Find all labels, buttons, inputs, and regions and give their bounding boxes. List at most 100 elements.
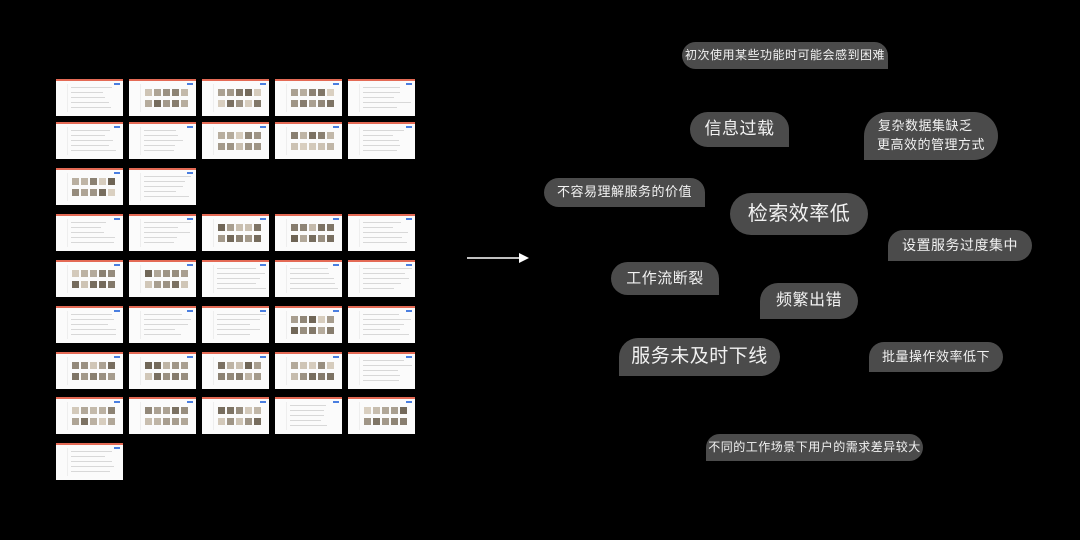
thumbnail-image	[181, 373, 188, 380]
thumbnail-image	[154, 281, 161, 288]
thumbnail-button	[114, 401, 120, 403]
thumbnail-image	[291, 89, 298, 96]
screenshot-thumbnail	[129, 397, 196, 434]
thumbnail-header	[202, 352, 269, 354]
thumbnail-sidebar	[350, 311, 360, 339]
thumbnail-image	[318, 235, 325, 242]
thumbnail-image	[172, 270, 179, 277]
thumbnail-line	[144, 324, 188, 325]
thumbnail-image	[318, 224, 325, 231]
thumbnail-line	[217, 283, 256, 284]
thumbnail-line	[363, 329, 400, 330]
thumbnail-sidebar	[58, 265, 68, 293]
thumbnail-image	[99, 189, 106, 196]
thumbnail-image	[154, 373, 161, 380]
thumbnail-image	[309, 143, 316, 150]
thumbnail-button	[114, 356, 120, 358]
bubble-first-use: 初次使用某些功能时可能会感到困难	[682, 42, 888, 69]
thumbnail-image	[254, 373, 261, 380]
arrow-right-icon	[467, 253, 529, 263]
thumbnail-line	[363, 145, 400, 146]
thumbnail-button	[187, 264, 193, 266]
screenshot-thumbnail	[348, 122, 415, 159]
thumbnail-image	[172, 373, 179, 380]
thumbnail-image	[99, 373, 106, 380]
thumbnail-image	[72, 407, 79, 414]
bubble-settings-concentrated: 设置服务过度集中	[888, 230, 1032, 261]
thumbnail-sidebar	[204, 219, 214, 247]
thumbnail-image	[245, 418, 252, 425]
thumbnail-image	[172, 281, 179, 288]
thumbnail-image	[327, 362, 334, 369]
thumbnail-image	[81, 189, 88, 196]
thumbnail-line	[71, 92, 103, 93]
thumbnail-image	[318, 373, 325, 380]
thumbnail-image	[291, 224, 298, 231]
thumbnail-image	[309, 327, 316, 334]
thumbnail-image	[90, 178, 97, 185]
thumbnail-image	[163, 373, 170, 380]
thumbnail-header	[56, 79, 123, 81]
thumbnail-header	[348, 397, 415, 399]
thumbnail-image	[254, 132, 261, 139]
screenshot-thumbnail	[129, 306, 196, 343]
thumbnail-line	[144, 145, 175, 146]
thumbnail-image	[145, 100, 152, 107]
thumbnail-line	[71, 130, 110, 131]
thumbnail-line	[290, 278, 334, 279]
thumbnail-line	[217, 329, 260, 330]
screenshot-thumbnail	[129, 79, 196, 116]
thumbnail-image	[227, 407, 234, 414]
thumbnail-line	[217, 319, 260, 320]
thumbnail-image	[300, 316, 307, 323]
thumbnail-button	[187, 356, 193, 358]
thumbnail-image	[309, 132, 316, 139]
thumbnail-line	[71, 145, 109, 146]
screenshot-thumbnail	[129, 122, 196, 159]
thumbnail-image	[327, 132, 334, 139]
thumbnail-sidebar	[277, 127, 287, 155]
thumbnail-header	[348, 260, 415, 262]
thumbnail-sidebar	[350, 127, 360, 155]
thumbnail-line	[363, 107, 397, 108]
thumbnail-line	[144, 314, 182, 315]
thumbnail-line	[71, 456, 105, 457]
thumbnail-image	[90, 362, 97, 369]
thumbnail-image	[218, 132, 225, 139]
thumbnail-image	[236, 89, 243, 96]
thumbnail-line	[363, 150, 397, 151]
thumbnail-line	[71, 102, 109, 103]
thumbnail-line	[217, 334, 250, 335]
thumbnail-line	[290, 288, 338, 289]
thumbnail-header	[202, 122, 269, 124]
thumbnail-image	[245, 362, 252, 369]
thumbnail-header	[348, 306, 415, 308]
thumbnail-image	[300, 235, 307, 242]
screenshot-thumbnail	[348, 397, 415, 434]
thumbnail-button	[333, 218, 339, 220]
thumbnail-image	[291, 143, 298, 150]
thumbnail-line	[144, 140, 183, 141]
thumbnail-image	[245, 89, 252, 96]
thumbnail-line	[217, 268, 256, 269]
thumbnail-image	[291, 327, 298, 334]
thumbnail-image	[227, 100, 234, 107]
thumbnail-image	[236, 362, 243, 369]
thumbnail-line	[71, 140, 113, 141]
thumbnail-sidebar	[131, 127, 141, 155]
screenshot-thumbnail	[275, 352, 342, 389]
thumbnail-image	[181, 281, 188, 288]
bubble-text-line2: 更高效的管理方式	[876, 137, 985, 152]
thumbnail-sidebar	[58, 357, 68, 385]
thumbnail-line	[363, 232, 408, 233]
thumbnail-line	[144, 227, 178, 228]
thumbnail-sidebar	[58, 402, 68, 430]
thumbnail-line	[71, 334, 116, 335]
thumbnail-line	[363, 314, 399, 315]
thumbnail-line	[71, 150, 116, 151]
screenshot-thumbnail	[56, 214, 123, 251]
thumbnail-button	[333, 83, 339, 85]
thumbnail-sidebar	[204, 84, 214, 112]
thumbnail-line	[363, 360, 404, 361]
thumbnail-button	[114, 218, 120, 220]
